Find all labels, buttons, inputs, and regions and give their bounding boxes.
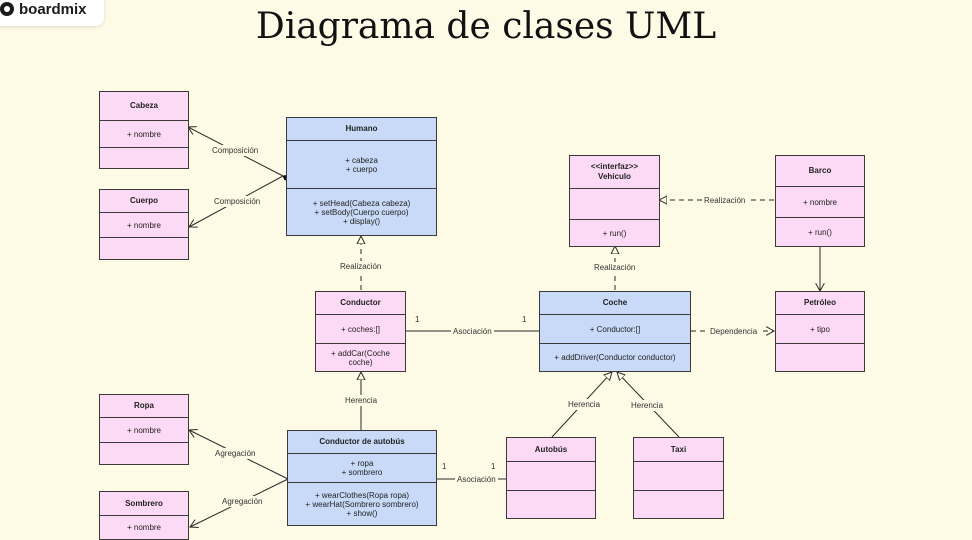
multiplicity-label: 1 [442, 462, 447, 471]
inheritance-label: Herencia [629, 400, 666, 411]
class-cabeza-methods [100, 147, 188, 168]
class-autobus-attrs [507, 461, 595, 490]
class-humano-method: + setBody(Cuerpo cuerpo) [314, 207, 409, 217]
aggregation-label: Agregación [220, 496, 265, 507]
class-barco-name: Barco [808, 166, 832, 175]
class-vehiculo-method: + run() [570, 219, 659, 246]
class-vehiculo[interactable]: <<interfaz>> Vehículo + run() [569, 155, 660, 247]
class-vehiculo-name: Vehículo [598, 172, 631, 181]
class-petroleo-methods [776, 343, 864, 371]
boardmix-logo-text: boardmix [19, 0, 87, 18]
class-conductor-methods: + addCar(Coche coche) [316, 343, 405, 371]
aggregation-label: Agregación [213, 448, 258, 459]
class-humano-attr: + cuerpo [345, 164, 378, 174]
class-conductor-autobus-attr: + ropa [350, 459, 374, 468]
class-autobus-name: Autobús [534, 444, 568, 454]
page-title: Diagrama de clases UML [255, 6, 717, 47]
multiplicity-label: 1 [415, 315, 420, 324]
class-humano-name: Humano [345, 124, 378, 133]
class-barco-method: + run() [776, 217, 864, 246]
class-humano-method: + display() [342, 216, 381, 226]
class-conductor-autobus-name: Conductor de autobús [319, 437, 405, 446]
class-cuerpo-name: Cuerpo [130, 196, 158, 205]
class-taxi[interactable]: Taxi [633, 437, 724, 519]
class-petroleo[interactable]: Petróleo + tipo [775, 291, 865, 372]
class-conductor-autobus-method: + wearClothes(Ropa ropa) [314, 490, 410, 500]
class-conductor-autobus-methods: + wearClothes(Ropa ropa) + wearHat(Sombr… [288, 482, 436, 525]
class-ropa-attr: + nombre [100, 417, 188, 442]
class-taxi-attrs [634, 461, 723, 490]
class-coche[interactable]: Coche + Conductor:[] + addDriver(Conduct… [539, 291, 691, 372]
inheritance-label: Herencia [566, 399, 603, 410]
class-conductor-name: Conductor [340, 298, 381, 307]
class-conductor-autobus-attr: + sombrero [341, 468, 383, 477]
composition-label: Composición [210, 145, 261, 156]
class-conductor[interactable]: Conductor + coches:[] + addCar(Coche coc… [315, 291, 406, 372]
class-sombrero-attr: + nombre [100, 515, 188, 538]
realization-label: Realización [592, 262, 638, 273]
class-autobus-methods [507, 490, 595, 518]
class-humano[interactable]: Humano + cabeza + cuerpo + setHead(Cabez… [286, 117, 437, 236]
class-conductor-autobus[interactable]: Conductor de autobús + ropa + sombrero +… [287, 430, 437, 526]
multiplicity-label: 1 [522, 315, 527, 324]
class-sombrero[interactable]: Sombrero + nombre [99, 491, 189, 540]
class-humano-attr: + cabeza [345, 155, 378, 165]
class-cuerpo-attr: + nombre [100, 212, 188, 237]
class-vehiculo-header: <<interfaz>> Vehículo [570, 156, 659, 188]
association-label: Asociación [451, 326, 494, 337]
class-ropa[interactable]: Ropa + nombre [99, 394, 189, 465]
class-coche-method: + addDriver(Conductor conductor) [540, 343, 690, 371]
composition-label: Composición [212, 196, 263, 207]
class-petroleo-attr: + tipo [776, 314, 864, 343]
inheritance-label: Herencia [343, 395, 380, 406]
class-coche-name: Coche [602, 298, 628, 307]
class-vehiculo-attrs [570, 188, 659, 219]
class-humano-method: + setHead(Cabeza cabeza) [312, 198, 411, 208]
realization-label: Realización [702, 195, 748, 206]
class-conductor-autobus-method: + wearHat(Sombrero sombrero) [305, 499, 419, 509]
class-cuerpo[interactable]: Cuerpo + nombre [99, 189, 189, 260]
class-conductor-method: + addCar(Coche [331, 348, 390, 358]
class-cabeza-attr: + nombre [100, 120, 188, 147]
class-petroleo-name: Petróleo [803, 298, 836, 307]
class-barco-attr: + nombre [776, 186, 864, 217]
class-humano-attrs: + cabeza + cuerpo [287, 140, 436, 188]
class-conductor-method: coche) [348, 357, 373, 367]
class-conductor-attr: + coches:[] [316, 314, 405, 343]
multiplicity-label: 1 [491, 462, 496, 471]
class-coche-attr: + Conductor:[] [540, 314, 690, 343]
class-conductor-autobus-method: + show() [346, 508, 378, 518]
class-cabeza-name: Cabeza [129, 101, 158, 110]
class-humano-methods: + setHead(Cabeza cabeza) + setBody(Cuerp… [287, 188, 436, 235]
class-autobus[interactable]: Autobús [506, 437, 596, 519]
class-ropa-name: Ropa [134, 401, 154, 410]
association-label: Asociación [455, 474, 498, 485]
boardmix-logo[interactable]: boardmix [0, 0, 104, 26]
class-cuerpo-methods [100, 237, 188, 259]
class-ropa-methods [100, 442, 188, 464]
class-barco[interactable]: Barco + nombre + run() [775, 155, 865, 247]
dependency-label: Dependencia [708, 326, 760, 337]
class-taxi-name: Taxi [670, 444, 687, 454]
class-taxi-methods [634, 490, 723, 518]
boardmix-logo-icon [0, 2, 14, 16]
class-conductor-autobus-attrs: + ropa + sombrero [288, 453, 436, 482]
class-sombrero-name: Sombrero [125, 498, 163, 508]
realization-label: Realización [338, 261, 384, 272]
class-vehiculo-stereotype: <<interfaz>> [590, 162, 639, 171]
class-cabeza[interactable]: Cabeza + nombre [99, 91, 189, 169]
